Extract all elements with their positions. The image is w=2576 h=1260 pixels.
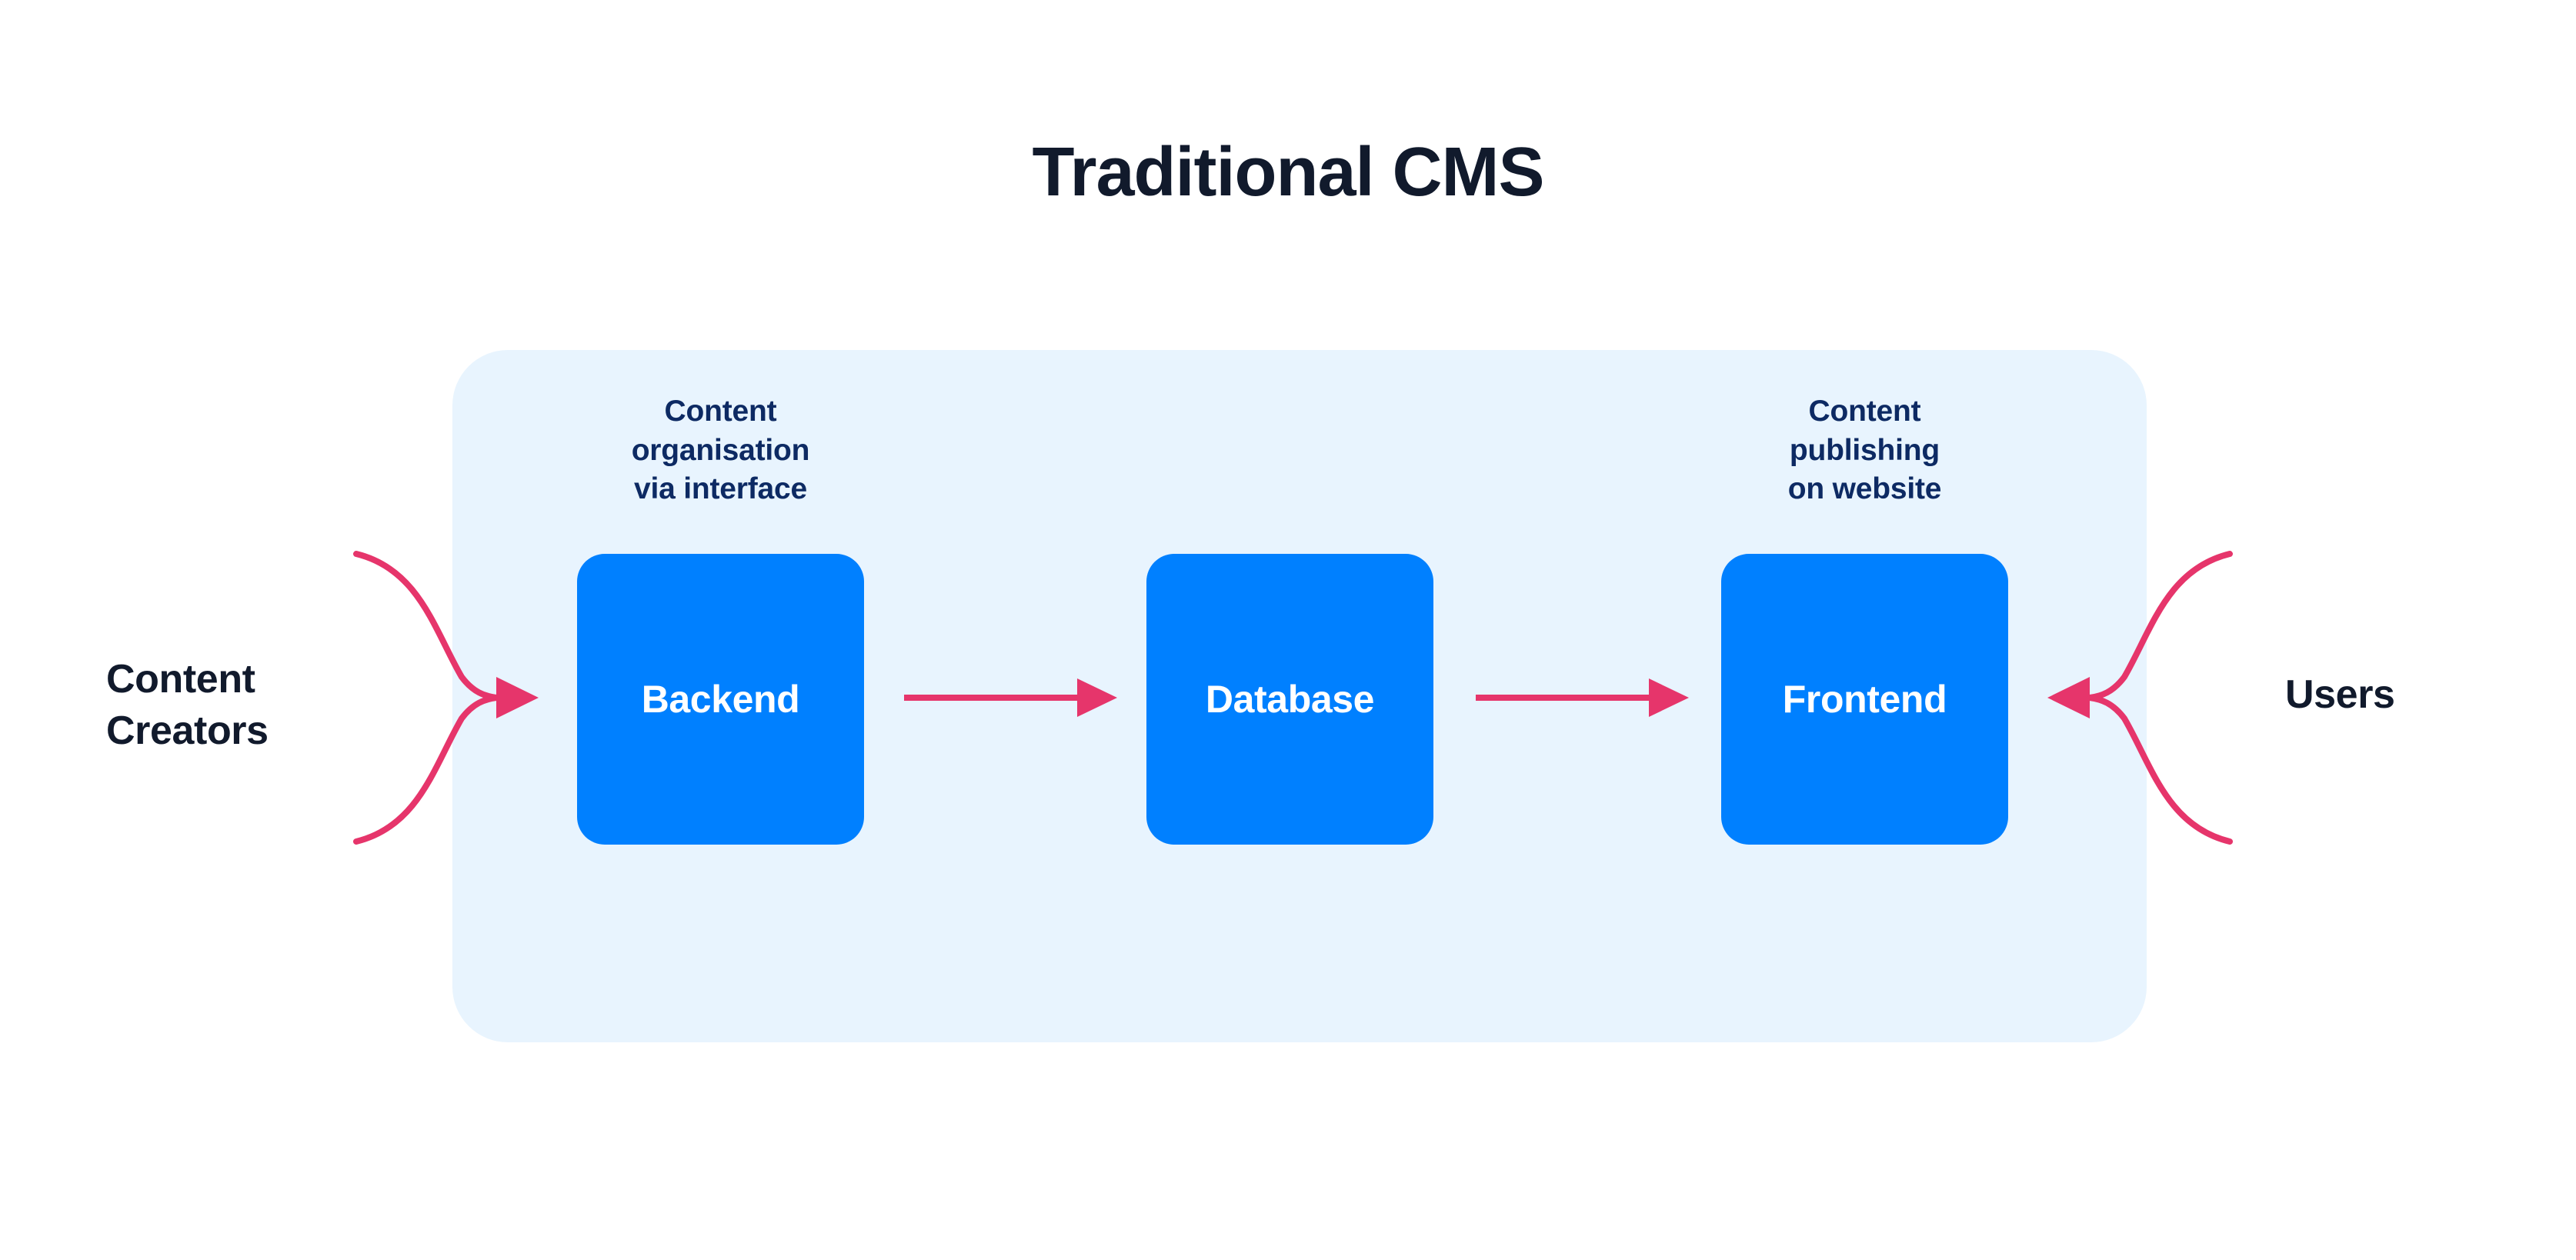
node-frontend-label: Frontend: [1782, 678, 1947, 722]
node-backend-label: Backend: [641, 678, 800, 722]
node-backend[interactable]: Content organisation via interface Backe…: [577, 392, 864, 845]
node-frontend-caption: Content publishing on website: [1787, 395, 1942, 506]
page-title: Traditional CMS: [1032, 134, 1544, 211]
node-backend-caption: Content organisation via interface: [631, 395, 810, 506]
actor-label-users: Users: [2285, 672, 2395, 717]
node-database-box[interactable]: Database: [1146, 554, 1433, 845]
node-database[interactable]: Database: [1146, 392, 1433, 845]
actor-label-content-creators: Content Creators: [106, 657, 269, 753]
node-frontend[interactable]: Content publishing on website Frontend: [1721, 392, 2008, 845]
node-frontend-box[interactable]: Frontend: [1721, 554, 2008, 845]
node-database-label: Database: [1205, 678, 1375, 721]
node-backend-box[interactable]: Backend: [577, 554, 864, 845]
